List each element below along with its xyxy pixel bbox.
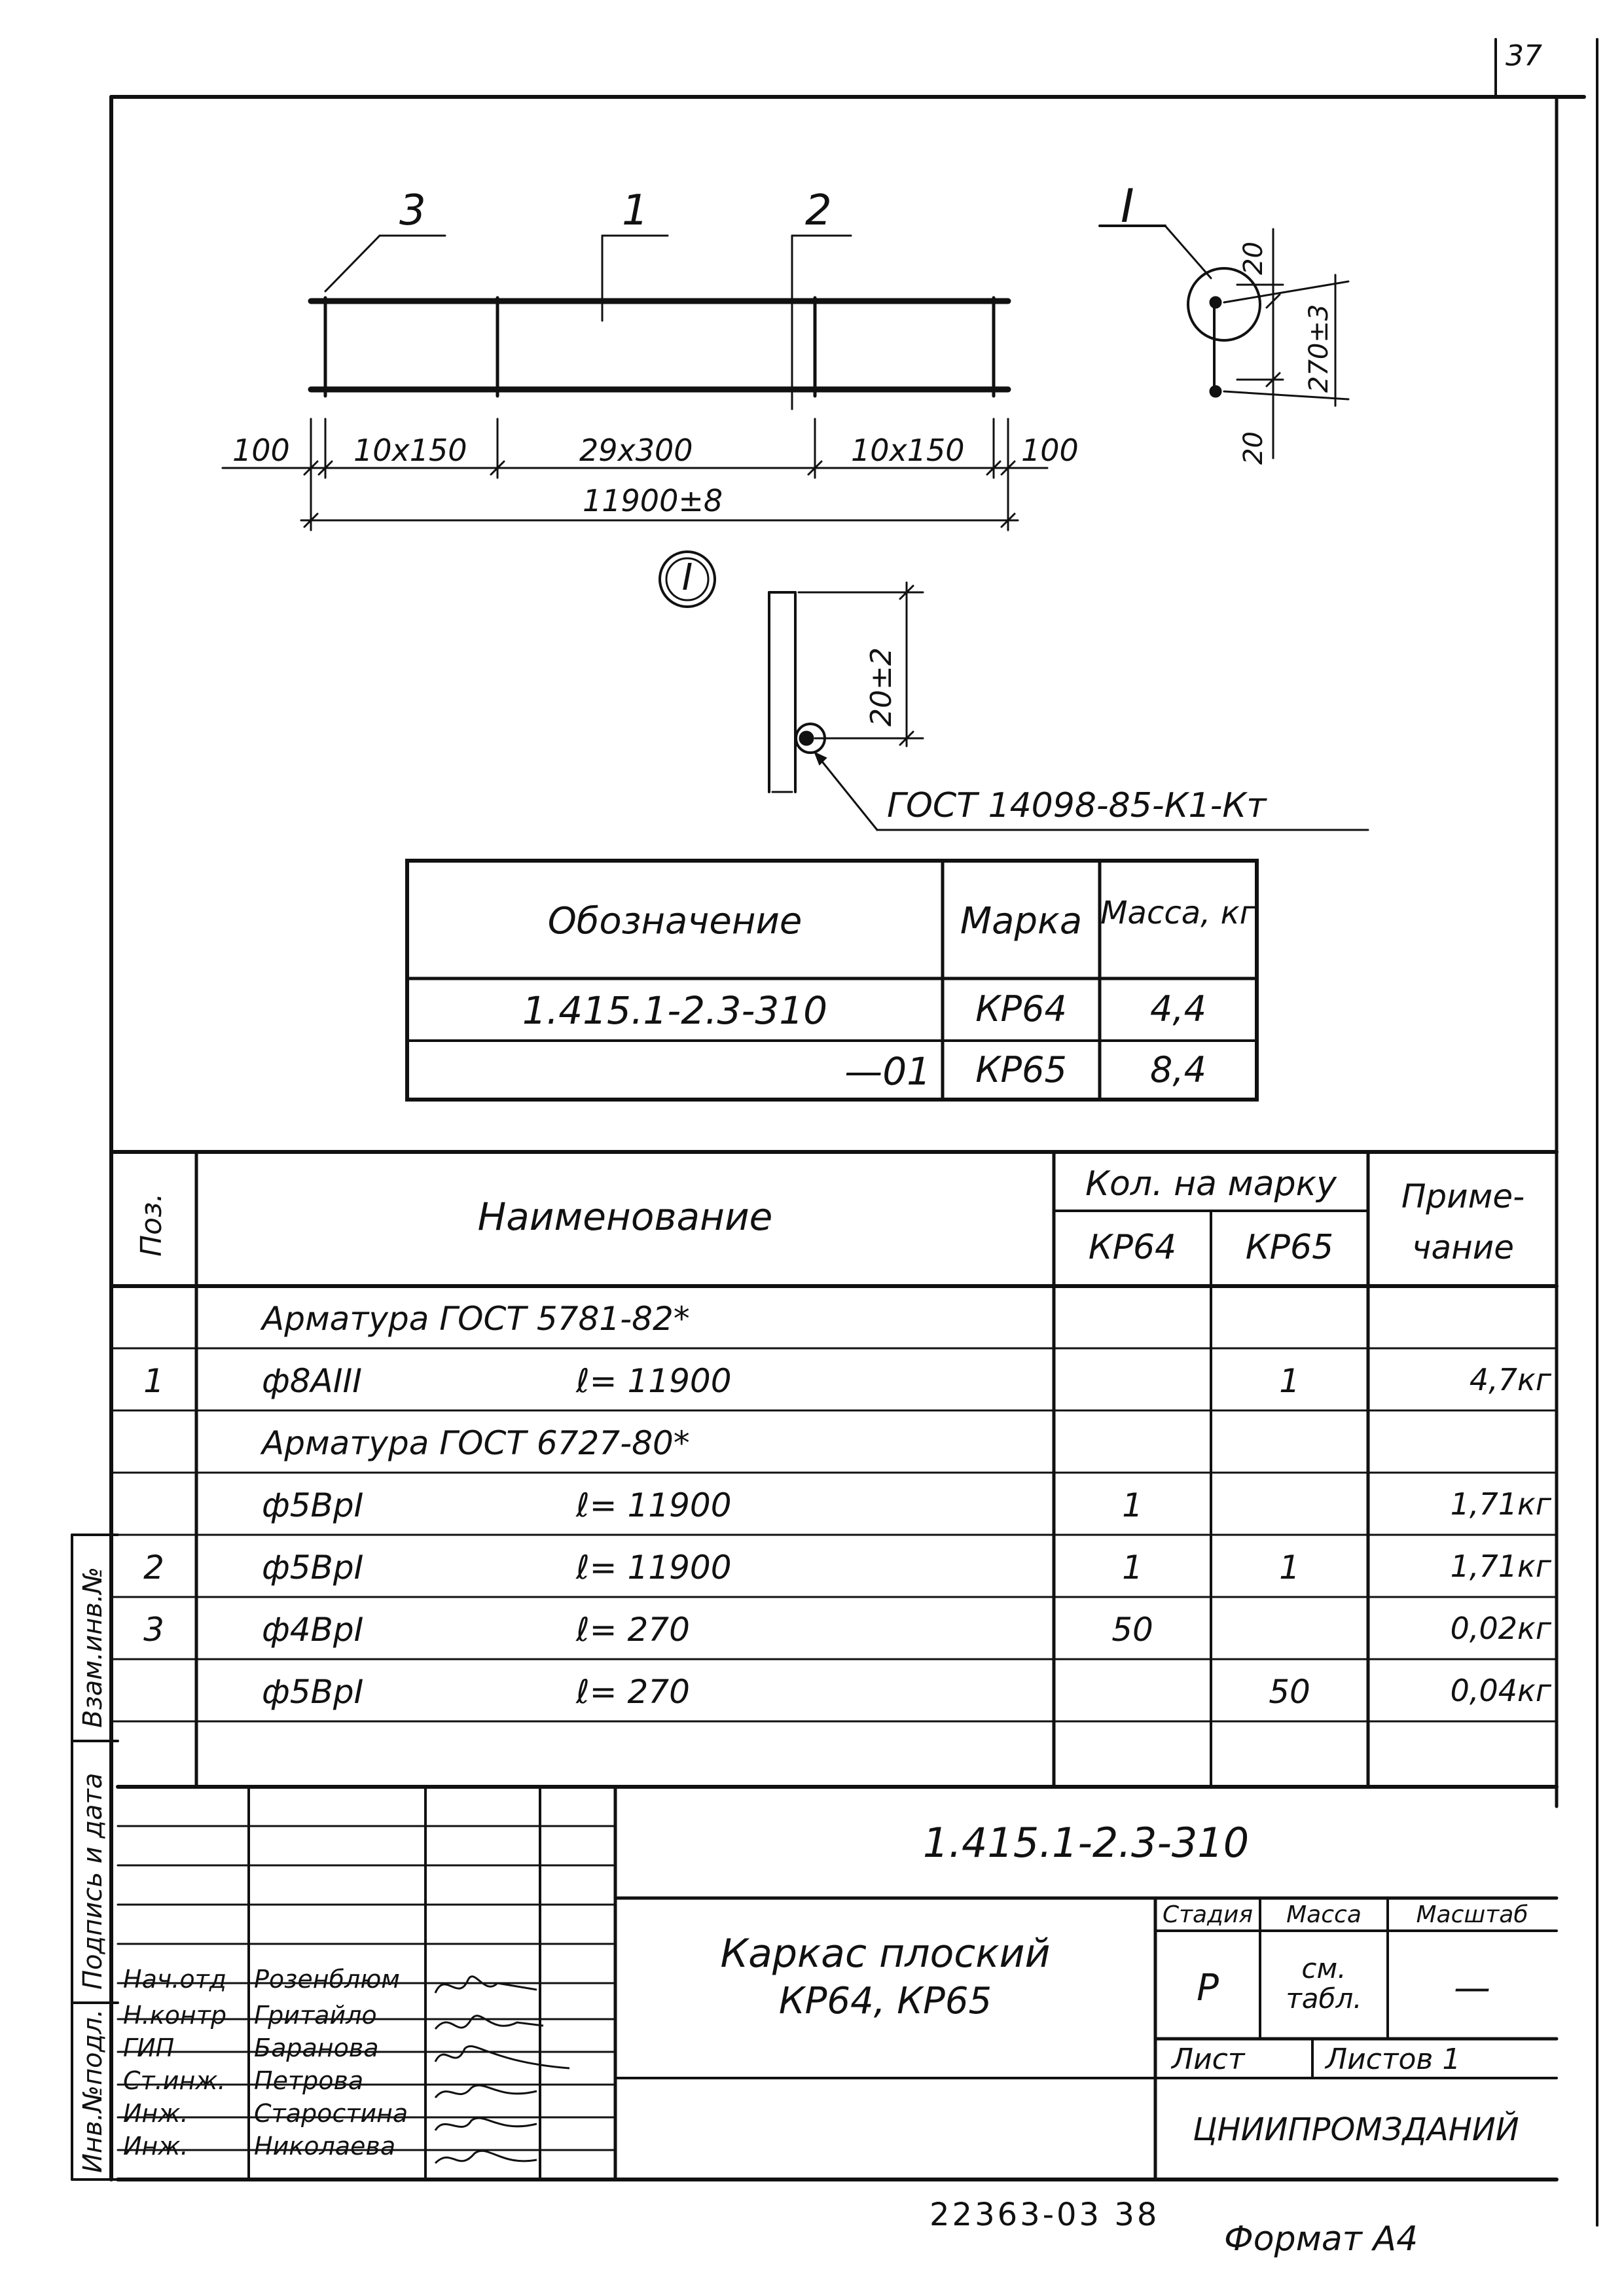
spec-row-q1: 1 — [1122, 1486, 1143, 1524]
tb-org: ЦНИИПРОМЗДАНИЙ — [1193, 2111, 1519, 2148]
spec-header-pos: Поз. — [135, 1193, 168, 1257]
dim-100-left: 100 — [232, 433, 290, 468]
spec-row-len: ℓ= 11900 — [576, 1486, 732, 1524]
spec-row-pos: 3 — [143, 1611, 164, 1649]
tb-person-role: Нач.отд — [123, 1965, 227, 1994]
spec-row-name: ф4ВрI — [262, 1611, 364, 1649]
marks-row1-mark: КР64 — [975, 988, 1067, 1030]
tb-title-line1: Каркас плоский — [720, 1931, 1051, 1977]
tb-person-role: Н.контр — [123, 2001, 226, 2030]
spec-row-name: ф8АIII — [262, 1362, 363, 1400]
spec-row-name: Арматура ГОСТ 5781-82* — [262, 1300, 690, 1338]
callout-2: 2 — [805, 187, 832, 235]
dim-10x150-left: 10x150 — [353, 433, 467, 468]
spec-row-note: 4,7кг — [1469, 1362, 1551, 1397]
spec-row-pos: 1 — [143, 1362, 164, 1400]
footer-code: 22363-03 38 — [929, 2197, 1160, 2233]
tb-person-role: Инж. — [123, 2099, 189, 2128]
marks-header-mass: Масса, кг — [1100, 895, 1256, 931]
dim-total: 11900±8 — [583, 483, 723, 518]
spec-row-len: ℓ= 270 — [576, 1611, 690, 1649]
spec-header-name: Наименование — [477, 1194, 773, 1239]
tb-designation: 1.415.1-2.3-310 — [922, 1819, 1250, 1867]
callout-3: 3 — [399, 187, 426, 235]
weld-note: ГОСТ 14098-85-К1-Кт — [887, 786, 1267, 825]
spec-row-len: ℓ= 11900 — [576, 1549, 732, 1587]
footer-format: Формат А4 — [1224, 2219, 1418, 2259]
tb-person-name: Петрова — [254, 2066, 364, 2095]
section-dim-bottom: 20 — [1238, 431, 1269, 465]
spec-row-q1: 50 — [1111, 1611, 1153, 1649]
spec-header-qty: Кол. на марку — [1085, 1164, 1337, 1204]
section-dim-top: 20 — [1238, 242, 1269, 275]
spec-row-q2: 50 — [1269, 1673, 1310, 1711]
marks-header-mark: Марка — [960, 900, 1083, 942]
tb-person-name: Розенблюм — [254, 1965, 400, 1994]
spec-row-name: ф5ВрI — [262, 1549, 364, 1587]
tb-mass: см. табл. — [1286, 1952, 1362, 2015]
spec-header-note: Приме-чание — [1401, 1177, 1525, 1266]
section-dim-height: 270±3 — [1304, 304, 1334, 393]
spec-row-q2: 1 — [1279, 1549, 1300, 1587]
dim-29x300: 29x300 — [579, 433, 693, 468]
spec-header-kr64: КР64 — [1088, 1228, 1177, 1267]
spec-row-note: 1,71кг — [1450, 1549, 1551, 1584]
tb-title-line2: КР64, КР65 — [778, 1980, 992, 2022]
marks-header-designation: Обозначение — [547, 900, 803, 942]
tb-sheet-label: Лист — [1172, 2043, 1245, 2076]
tb-stage: Р — [1197, 1967, 1219, 2009]
spec-row-note: 0,04кг — [1450, 1673, 1551, 1708]
tb-person-role: Инж. — [123, 2132, 189, 2161]
marks-row2-mass: 8,4 — [1150, 1049, 1206, 1090]
section-mark: I — [1121, 179, 1134, 233]
tb-person-role: Ст.инж. — [123, 2066, 226, 2095]
tb-scale-label: Масштаб — [1416, 1901, 1528, 1928]
spec-row-name: ф5ВрI — [262, 1486, 364, 1524]
tb-person-name: Николаева — [254, 2132, 396, 2161]
side-signature-date: Подпись и дата — [78, 1772, 108, 1990]
detail-mark: I — [681, 556, 693, 599]
spec-row-note: 1,71кг — [1450, 1486, 1551, 1522]
marks-row2-designation: —01 — [844, 1049, 931, 1094]
tb-scale: — — [1454, 1967, 1490, 2009]
marks-row1-designation: 1.415.1-2.3-310 — [522, 988, 828, 1033]
tb-stage-label: Стадия — [1162, 1901, 1254, 1928]
tb-sheets-label: Листов 1 — [1326, 2043, 1461, 2076]
marks-row1-mass: 4,4 — [1150, 988, 1206, 1030]
spec-row-name: Арматура ГОСТ 6727-80* — [262, 1424, 690, 1462]
callout-1: 1 — [622, 187, 649, 235]
tb-person-name: Баранова — [254, 2034, 379, 2062]
spec-row-note: 0,02кг — [1450, 1611, 1551, 1646]
marks-row2-mark: КР65 — [975, 1049, 1067, 1090]
side-vzam-inv: Взам.инв.№ — [78, 1566, 108, 1728]
spec-header-kr65: КР65 — [1245, 1228, 1334, 1267]
spec-row-len: ℓ= 11900 — [576, 1362, 732, 1400]
tb-person-name: Гритайло — [254, 2001, 377, 2030]
dim-10x150-right: 10x150 — [851, 433, 965, 468]
side-inv-podl: Инв.№подл. — [78, 2009, 108, 2173]
dim-100-right: 100 — [1021, 433, 1079, 468]
spec-row-q1: 1 — [1122, 1549, 1143, 1587]
tb-person-role: ГИП — [123, 2034, 175, 2062]
tb-mass-label: Масса — [1286, 1901, 1362, 1928]
spec-row-len: ℓ= 270 — [576, 1673, 690, 1711]
spec-row-name: ф5ВрI — [262, 1673, 364, 1711]
signatures — [434, 1975, 570, 2164]
tb-person-name: Старостина — [254, 2099, 408, 2128]
page-number: 37 — [1506, 39, 1542, 73]
spec-row-pos: 2 — [143, 1549, 164, 1587]
detail-dim: 20±2 — [865, 647, 898, 726]
spec-row-q2: 1 — [1279, 1362, 1300, 1400]
